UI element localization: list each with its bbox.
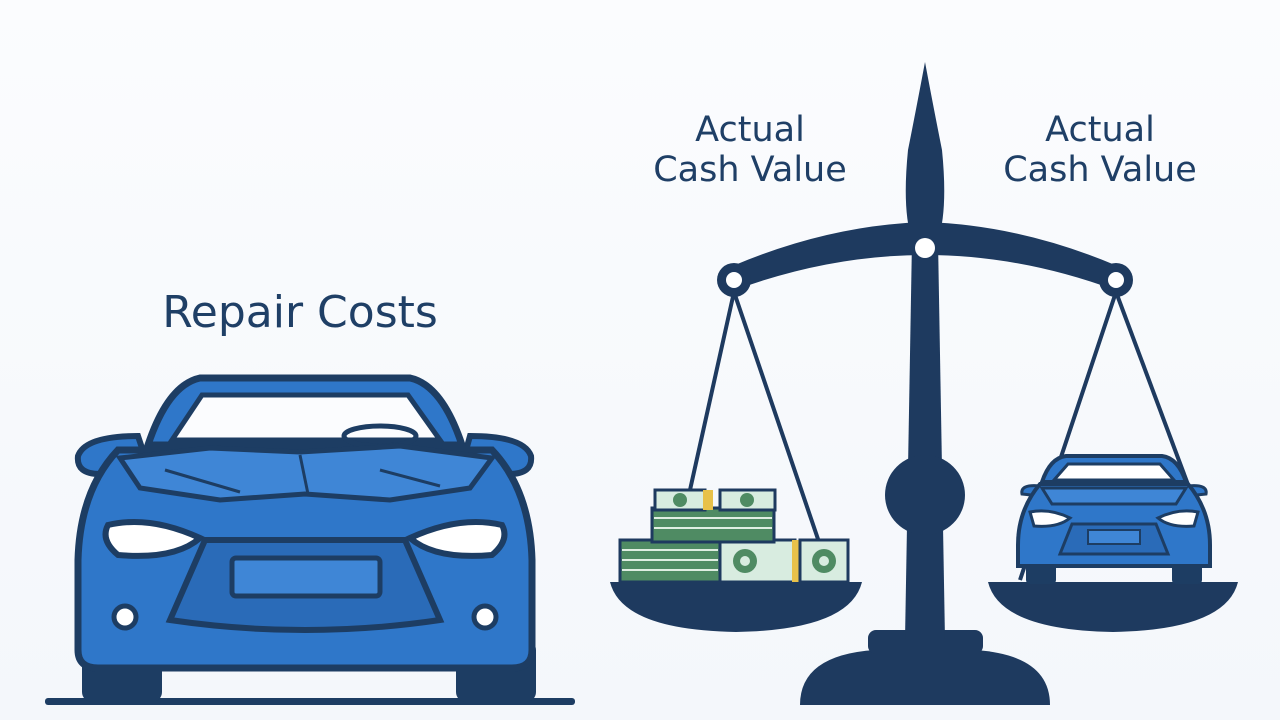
left-headlight xyxy=(102,518,206,559)
acv-right-line1: Actual xyxy=(1045,110,1155,150)
acv-left-line1: Actual xyxy=(695,110,805,150)
acv-right-line2: Cash Value xyxy=(1003,150,1197,191)
scale-knob xyxy=(885,455,965,535)
right-headlight xyxy=(404,518,508,559)
car-icon xyxy=(45,374,575,705)
left-fog-light xyxy=(111,603,139,631)
windshield xyxy=(167,392,445,443)
money-stack-bottom xyxy=(618,538,850,584)
actual-cash-value-label-right: Actual Cash Value xyxy=(970,110,1230,191)
ground-line xyxy=(45,698,575,705)
scale-beam xyxy=(735,222,1115,290)
right-pan xyxy=(988,582,1238,632)
money-stack-icon xyxy=(618,488,850,584)
scale-base xyxy=(800,650,1050,705)
crumpled-hood xyxy=(115,443,497,503)
right-fog-light xyxy=(471,603,499,631)
actual-cash-value-label-left: Actual Cash Value xyxy=(620,110,880,191)
balance-scale-icon xyxy=(610,62,1238,705)
license-plate xyxy=(229,555,383,599)
scale-finial xyxy=(905,62,945,240)
small-car-icon xyxy=(1016,454,1212,584)
money-stack-middle xyxy=(650,506,776,544)
scale-column xyxy=(905,240,945,640)
acv-left-line2: Cash Value xyxy=(653,150,847,191)
repair-costs-label: Repair Costs xyxy=(162,287,438,338)
left-pan xyxy=(610,582,862,632)
money-stack-top xyxy=(653,488,777,512)
